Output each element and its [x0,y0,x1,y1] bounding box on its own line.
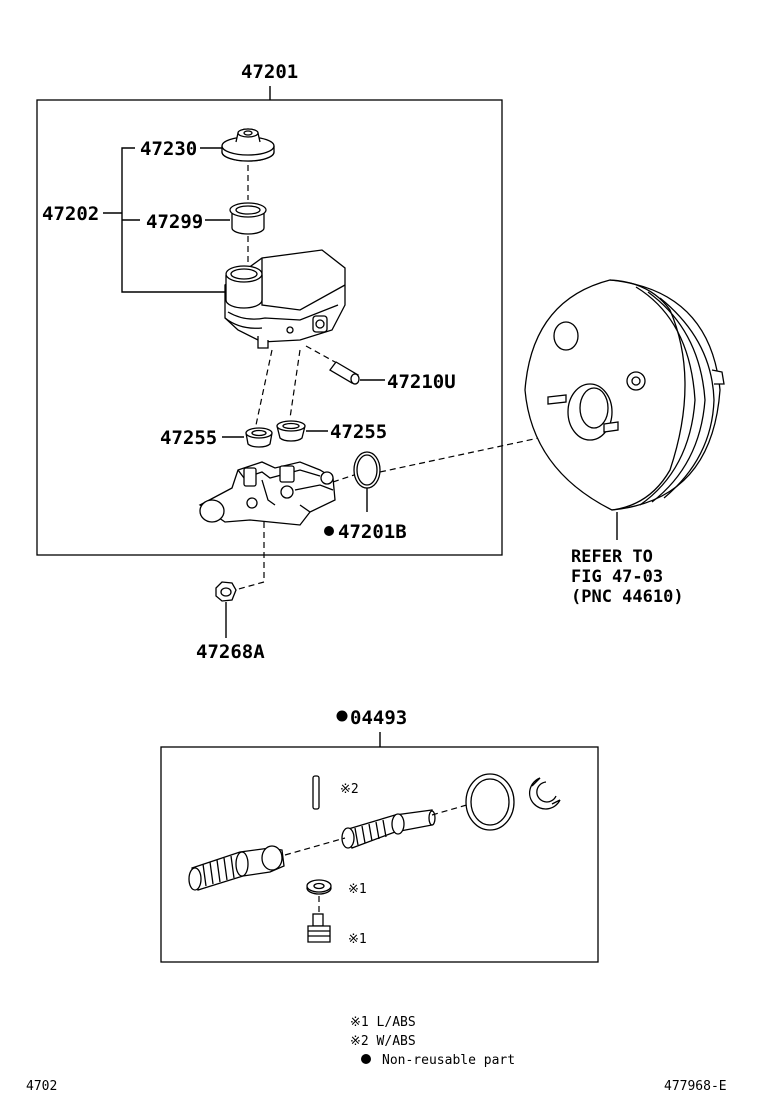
refer-line-2: FIG 47-03 [571,567,663,587]
legend-line-2: ※2 W/ABS [350,1034,416,1049]
note-marker-x1-washer: ※1 [348,882,367,897]
kit-washer-part[interactable] [306,879,332,895]
grommet-left-part[interactable] [245,427,273,448]
kit-primary-piston-part[interactable] [188,845,285,891]
kit-bolt-part[interactable] [307,913,331,943]
reservoir-cap-part[interactable] [221,128,275,162]
footer-illustration-id: 477968-E [664,1079,727,1094]
refer-line-1: REFER TO [571,547,653,567]
footer-figure-number: 4702 [26,1079,57,1094]
part-label-47230[interactable]: 47230 [140,138,197,160]
part-label-47210U[interactable]: 47210U [387,371,456,393]
master-cylinder-body-part[interactable] [198,461,336,526]
legend-non-reusable-dot [361,1054,371,1064]
note-marker-x1-bolt: ※1 [348,932,367,947]
kit-snap-ring-part[interactable] [528,777,561,810]
part-label-47202[interactable]: 47202 [42,203,99,225]
kit-box-04493 [160,746,599,963]
note-marker-x2: ※2 [340,782,359,797]
legend-line-1: ※1 L/ABS [350,1015,416,1030]
non-reusable-mark-kit [336,710,348,722]
part-label-47255-left[interactable]: 47255 [160,427,217,449]
reservoir-tank-part[interactable] [224,249,346,349]
part-label-47268A[interactable]: 47268A [196,641,265,663]
part-label-47201[interactable]: 47201 [241,61,298,83]
part-label-47299[interactable]: 47299 [146,211,203,233]
kit-secondary-piston-part[interactable] [341,809,436,849]
refer-line-3: (PNC 44610) [571,587,684,607]
part-label-04493[interactable]: 04493 [350,707,407,729]
brake-booster-part[interactable] [524,279,725,511]
legend-line-3: Non-reusable part [382,1053,515,1068]
non-reusable-mark [324,526,334,536]
kit-large-o-ring-part[interactable] [465,773,515,831]
o-ring-part[interactable] [353,451,381,489]
part-label-47255-right[interactable]: 47255 [330,421,387,443]
union-nut-part[interactable] [215,581,237,602]
kit-pin-part[interactable] [312,775,320,810]
grommet-right-part[interactable] [276,420,306,442]
reservoir-pin-part[interactable] [329,361,360,385]
strainer-part[interactable] [229,202,267,235]
part-label-47201B[interactable]: 47201B [338,521,407,543]
